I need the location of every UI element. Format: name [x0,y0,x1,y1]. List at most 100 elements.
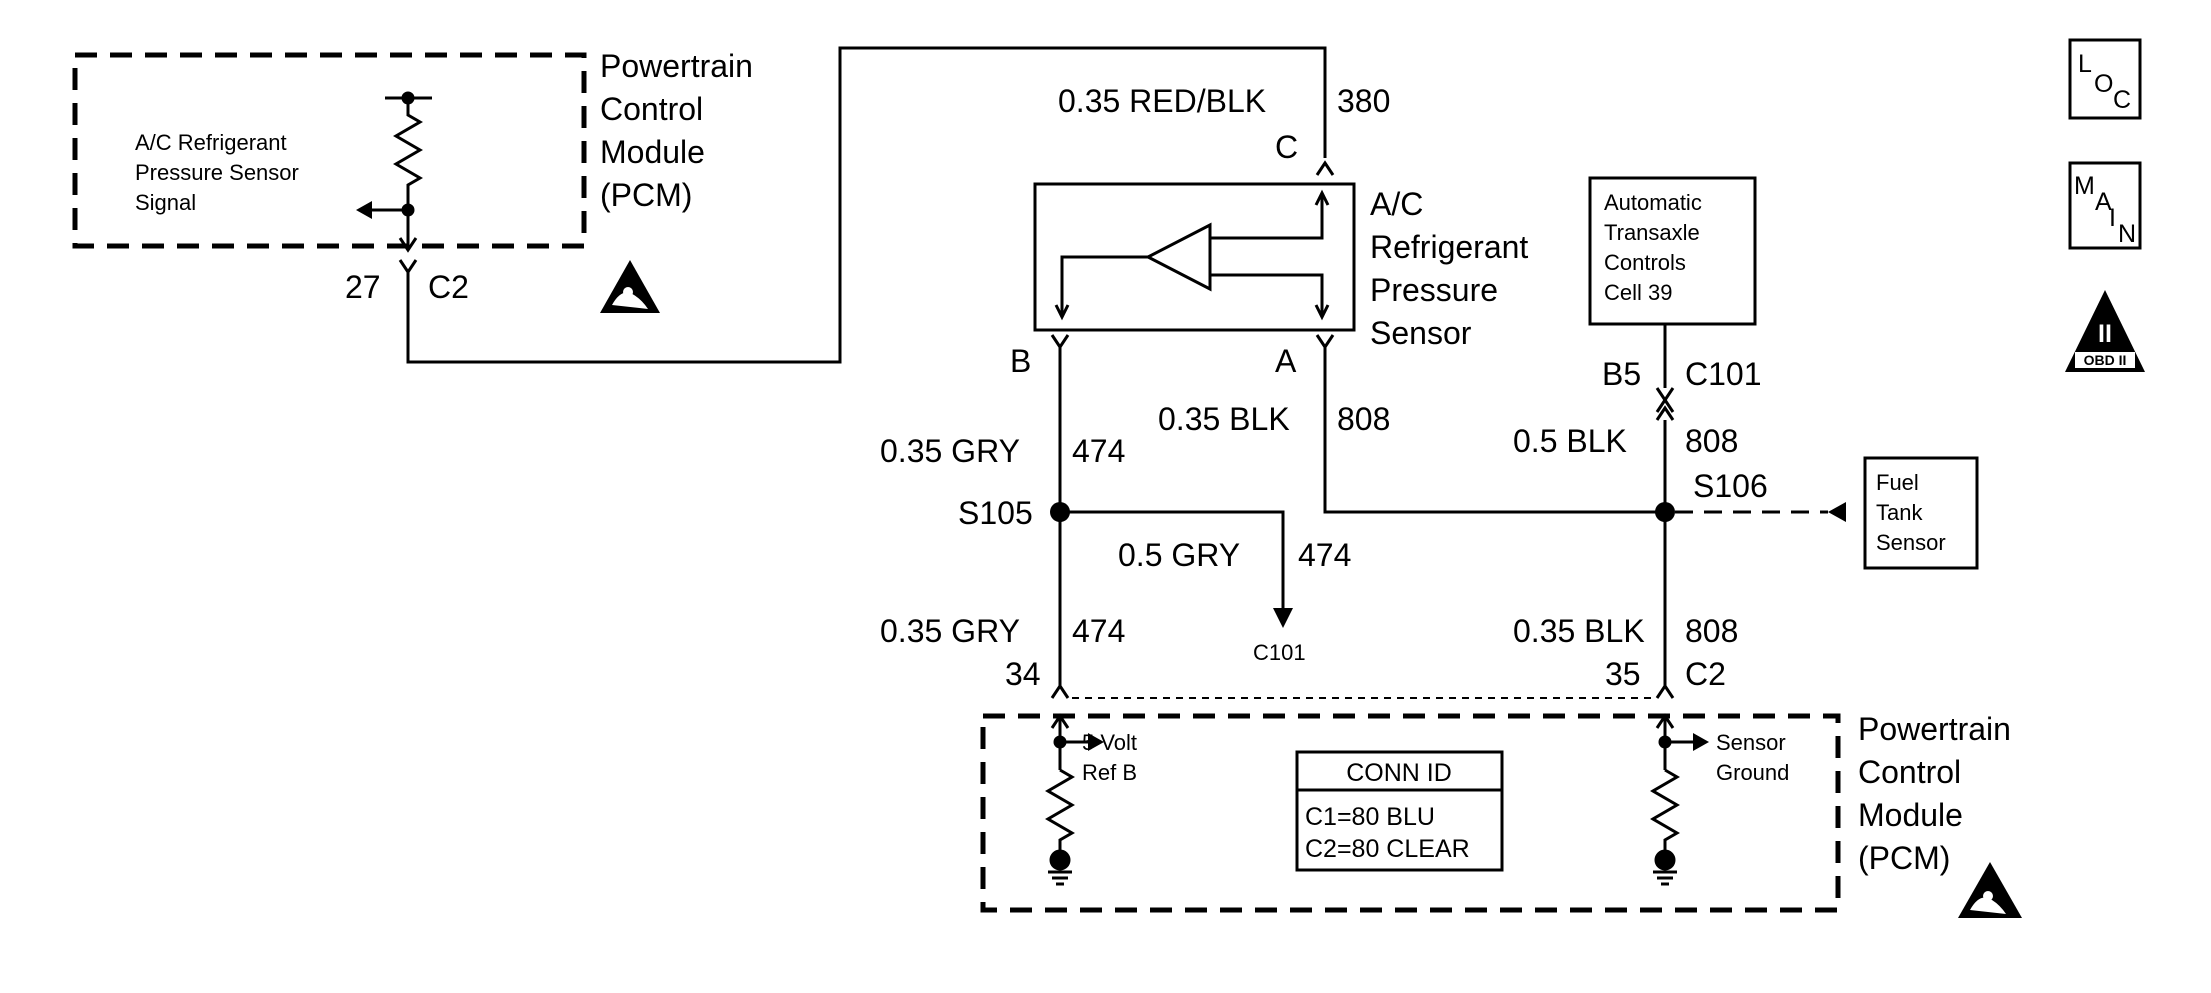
fuel-tank-arrow-icon [1828,502,1846,522]
wire-808-atc-circuit: 808 [1685,423,1738,459]
branch-474-gauge-color: 0.5 GRY [1118,537,1240,573]
fuel-tank-box [1863,456,1979,570]
wire-474-upper-gauge-color: 0.35 GRY [880,433,1020,469]
atc-pin-label: B5 [1602,356,1641,392]
atc-c101-connector-icon [1655,387,1675,421]
wire-808-lower-gauge-color: 0.35 BLK [1513,613,1645,649]
atc-connector-label: C101 [1685,356,1762,392]
pcm-top-title-line3: Module [600,134,705,170]
wire-808-sensor [1323,347,1665,514]
branch-474 [1060,510,1285,608]
pcm-top-title-line2: Control [600,91,703,127]
obd-ii-icon[interactable]: II OBD II [2065,290,2145,372]
atc-line4: Cell 39 [1604,280,1672,305]
wire-474-lower-gauge-color: 0.35 GRY [880,613,1020,649]
pcm-top-resistor-icon [356,91,432,253]
sensor-title: A/C Refrigerant Pressure Sensor [1370,186,1528,351]
splice-s106-label: S106 [1693,468,1768,504]
obd-label: OBD II [2084,352,2127,368]
conn-id-line2: C2=80 CLEAR [1305,835,1470,863]
splice-s106-icon [1655,502,1675,522]
wire-474-upper-circuit: 474 [1072,433,1125,469]
loc-icon[interactable]: L O C [2068,38,2142,120]
sensor-ground-line2: Ground [1716,760,1789,785]
obd-numeral: II [2098,320,2112,348]
pcm-bottom-module [980,713,1841,913]
sensor-title-line2: Refrigerant [1370,229,1528,265]
wire-474-lower-circuit: 474 [1072,613,1125,649]
pin-27-label: 27 [345,269,381,305]
esd-warning-icon [600,260,660,313]
ref-b-line1: 5 Volt [1082,730,1137,755]
sensor-pin-a-label: A [1275,343,1297,379]
branch-474-connector: C101 [1253,640,1306,665]
atc-box [1588,176,1757,326]
main-letter-n: N [2118,220,2136,248]
pin-27-connector-icon [398,259,418,275]
atc-line1: Automatic [1604,190,1702,215]
pin-27-connector-label: C2 [428,269,469,305]
main-icon[interactable]: M A I N [2068,161,2142,250]
bottom-c2-connector-icon [1050,683,1675,699]
main-letter-i: I [2109,204,2116,232]
fuel-tank-line3: Sensor [1876,530,1946,555]
signal-line2: Pressure Sensor [135,160,299,185]
pcm-top-module [72,52,587,249]
sensor-title-line1: A/C [1370,186,1423,222]
branch-474-arrow-icon [1273,608,1293,628]
pcm-top-title-line4: (PCM) [600,177,692,213]
branch-474-circuit: 474 [1298,537,1351,573]
signal-line3: Signal [135,190,196,215]
sensor-ground-resistor-icon [1650,713,1693,886]
atc-box-text: Automatic Transaxle Controls Cell 39 [1604,190,1702,305]
wire-808-sensor-gauge-color: 0.35 BLK [1158,401,1290,437]
wire-808-lower-circuit: 808 [1685,613,1738,649]
pcm-top-title: Powertrain Control Module (PCM) [600,48,753,213]
esd-warning-icon [1958,862,2022,918]
sensor-pin-a-connector-icon [1315,334,1335,350]
pcm-bottom-title-line2: Control [1858,754,1961,790]
pcm-bottom-title-line1: Powertrain [1858,711,2011,747]
loc-letter-c: C [2113,86,2131,114]
pcm-top-signal-label: A/C Refrigerant Pressure Sensor Signal [135,130,299,215]
wire-808-atc-gauge-color: 0.5 BLK [1513,423,1627,459]
pin-35-label: 35 [1605,656,1641,692]
wire-380 [406,46,1327,364]
pin-34-label: 34 [1005,656,1041,692]
sensor-ground-line1: Sensor [1716,730,1786,755]
wire-380-gauge-color: 0.35 RED/BLK [1058,83,1266,119]
pcm-top-title-line1: Powertrain [600,48,753,84]
conn-id-header: CONN ID [1346,759,1452,787]
sensor-title-line3: Pressure [1370,272,1498,308]
ref-b-arrow-icon [1088,733,1104,751]
signal-line1: A/C Refrigerant [135,130,287,155]
sensor-pin-b-label: B [1010,343,1031,379]
atc-line3: Controls [1604,250,1686,275]
fuel-tank-line2: Tank [1876,500,1923,525]
ref-b-resistor-icon [1045,713,1088,886]
loc-letter-o: O [2094,70,2113,98]
fuel-tank-line1: Fuel [1876,470,1919,495]
loc-letter-l: L [2078,50,2092,78]
sensor-ground-arrow-icon [1693,733,1709,751]
ref-b-line2: Ref B [1082,760,1137,785]
main-letter-a: A [2095,188,2112,216]
wire-380-circuit: 380 [1337,83,1390,119]
pin-35-connector-label: C2 [1685,656,1726,692]
conn-id-box: CONN ID C1=80 BLU C2=80 CLEAR [1295,750,1504,872]
conn-id-line1: C1=80 BLU [1305,803,1435,831]
pcm-bottom-title: Powertrain Control Module (PCM) [1858,711,2011,876]
sensor-title-line4: Sensor [1370,315,1472,351]
sensor-pin-c-label: C [1275,129,1298,165]
atc-line2: Transaxle [1604,220,1700,245]
pcm-bottom-title-line3: Module [1858,797,1963,833]
pcm-bottom-title-line4: (PCM) [1858,840,1950,876]
ac-pressure-sensor-box [1033,182,1356,332]
main-letter-m: M [2074,172,2095,200]
sensor-pin-b-connector-icon [1050,334,1070,350]
sensor-pin-c-connector-icon [1315,160,1335,176]
splice-s105-label: S105 [958,495,1033,531]
wire-808-sensor-circuit: 808 [1337,401,1390,437]
